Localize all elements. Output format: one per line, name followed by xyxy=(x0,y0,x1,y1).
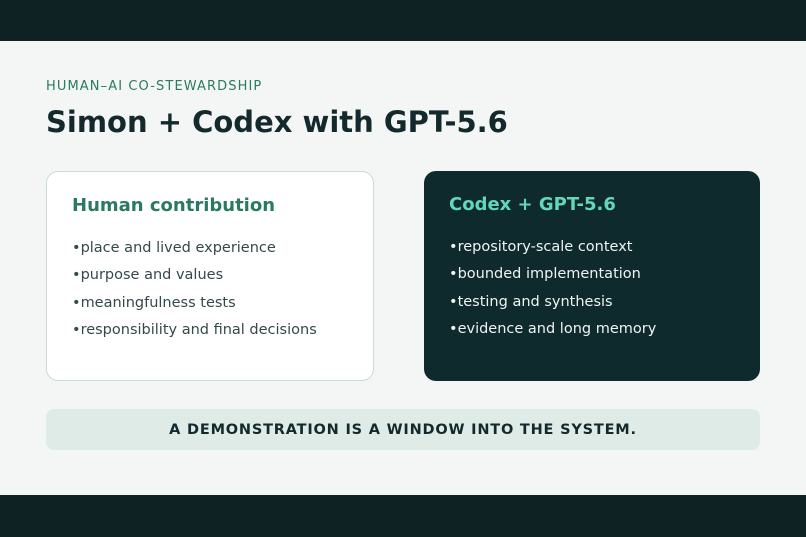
eyebrow-label: HUMAN–AI CO-STEWARDSHIP xyxy=(46,79,263,94)
codex-card-list: repository-scale context bounded impleme… xyxy=(449,234,657,343)
banner-text: A DEMONSTRATION IS A WINDOW INTO THE SYS… xyxy=(169,421,637,438)
list-item: place and lived experience xyxy=(72,235,317,262)
list-item: repository-scale context xyxy=(449,234,656,261)
slide-title: Simon + Codex with GPT-5.6 xyxy=(46,105,508,139)
list-item: meaningfulness tests xyxy=(72,290,317,317)
bottom-frame-band xyxy=(0,495,806,537)
slide: HUMAN–AI CO-STEWARDSHIP Simon + Codex wi… xyxy=(0,41,806,495)
list-item: purpose and values xyxy=(72,262,317,289)
demonstration-banner: A DEMONSTRATION IS A WINDOW INTO THE SYS… xyxy=(46,409,760,450)
list-item: evidence and long memory xyxy=(449,316,657,343)
list-item: responsibility and final decisions xyxy=(72,317,317,344)
human-contribution-card: Human contribution place and lived exper… xyxy=(46,171,374,381)
codex-gpt-card: Codex + GPT-5.6 repository-scale context… xyxy=(424,171,760,381)
list-item: bounded implementation xyxy=(449,261,656,288)
list-item: testing and synthesis xyxy=(449,289,656,316)
codex-card-title: Codex + GPT-5.6 xyxy=(449,194,616,215)
top-frame-band xyxy=(0,0,806,41)
human-card-list: place and lived experience purpose and v… xyxy=(72,235,317,344)
human-card-title: Human contribution xyxy=(72,195,276,216)
